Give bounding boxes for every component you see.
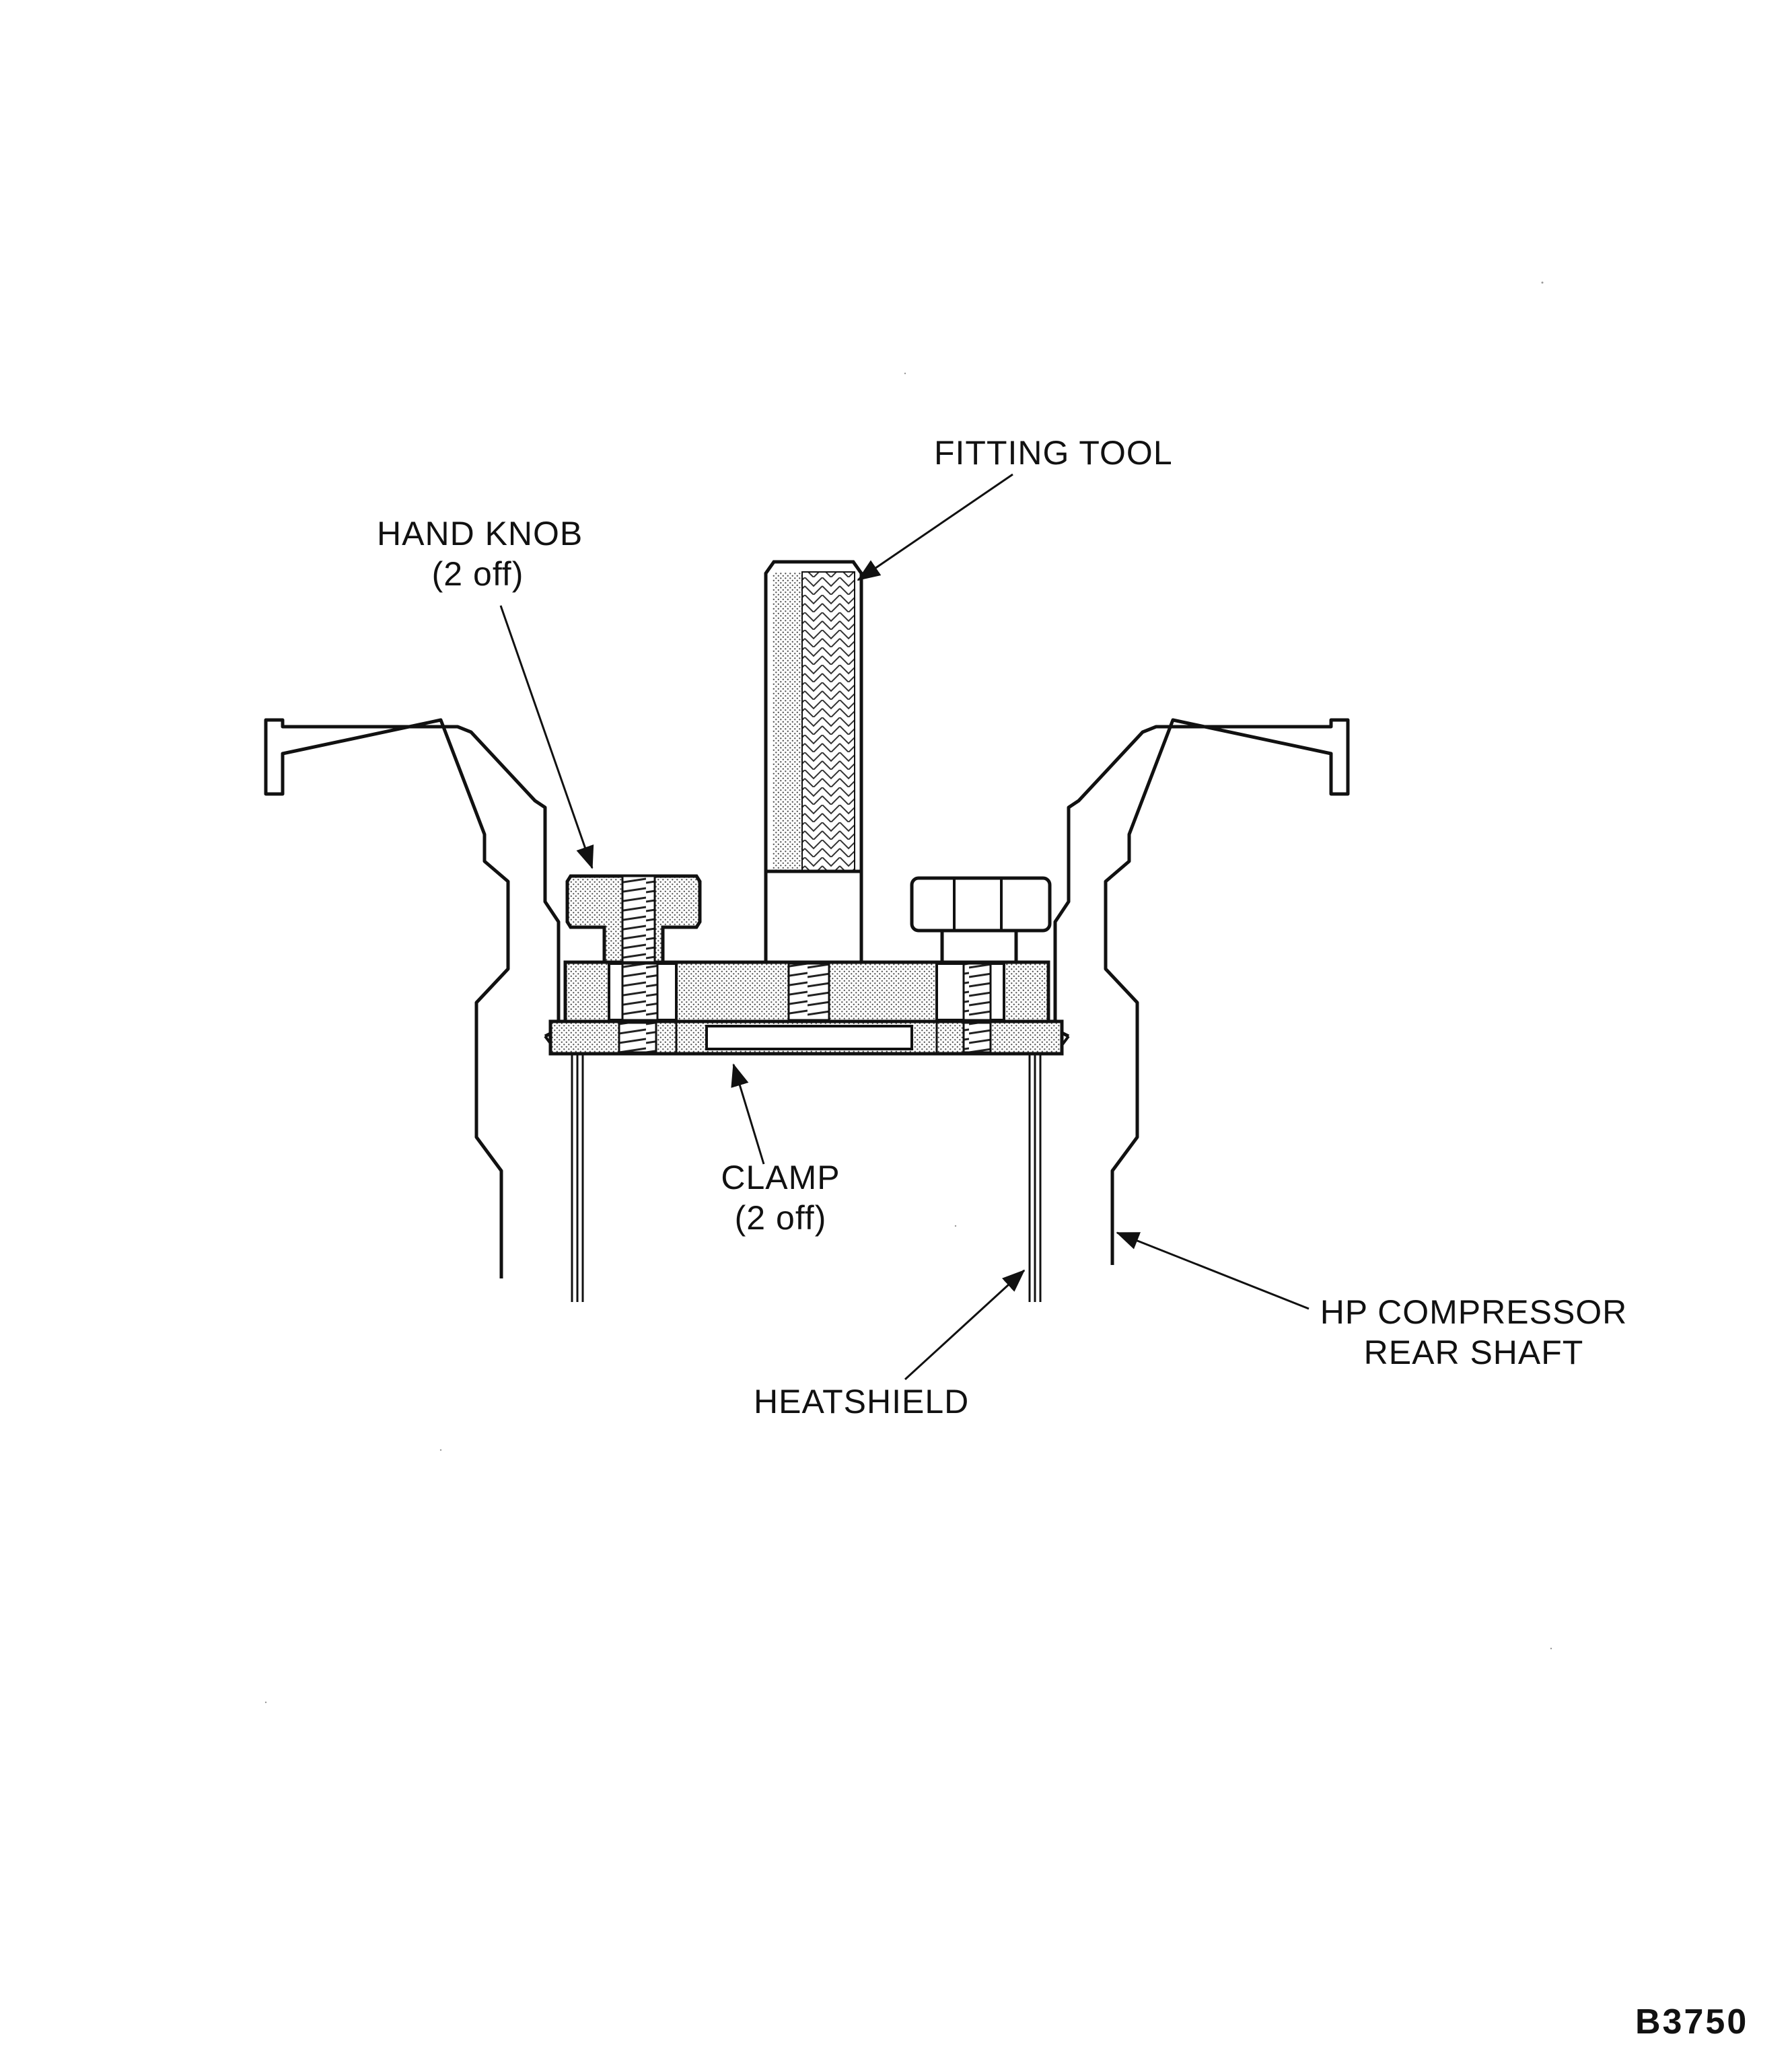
clamp-label-group: CLAMP (2 off) xyxy=(680,1157,882,1238)
clamp-label: CLAMP xyxy=(721,1159,840,1196)
clamp-leader xyxy=(731,1063,765,1165)
heatshield-left xyxy=(571,1050,584,1302)
hand-knob-quantity: (2 off) xyxy=(431,555,524,593)
fitting-tool-handle xyxy=(764,560,863,964)
fitting-tool-label: FITTING TOOL xyxy=(934,434,1173,472)
shaft-left-wall xyxy=(264,718,561,1278)
hand-knob-right xyxy=(910,876,1052,964)
hp-compressor-label-line1: HP COMPRESSOR xyxy=(1320,1293,1628,1331)
hand-knob-label-group: HAND KNOB (2 off) xyxy=(377,513,583,594)
shaft-right-wall xyxy=(1053,718,1350,1265)
hand-knob-left xyxy=(565,874,702,964)
hand-knob-label: HAND KNOB xyxy=(377,515,583,552)
hp-compressor-leader xyxy=(1116,1231,1310,1310)
hand-knob-leader xyxy=(499,605,594,869)
scan-specks xyxy=(264,281,1552,1704)
figure-id: B3750 xyxy=(1635,2002,1749,2041)
clamp-bar xyxy=(548,1019,1064,1056)
heatshield-leader xyxy=(904,1269,1026,1381)
heatshield-right xyxy=(1028,1050,1042,1302)
clamp-quantity: (2 off) xyxy=(734,1199,827,1237)
fitting-tool-leader xyxy=(857,473,1013,581)
hp-compressor-label-line2: REAR SHAFT xyxy=(1363,1334,1584,1371)
hp-compressor-label-group: HP COMPRESSOR REAR SHAFT xyxy=(1299,1292,1649,1373)
heatshield-label: HEATSHIELD xyxy=(754,1383,970,1420)
tool-plate xyxy=(563,960,1050,1023)
